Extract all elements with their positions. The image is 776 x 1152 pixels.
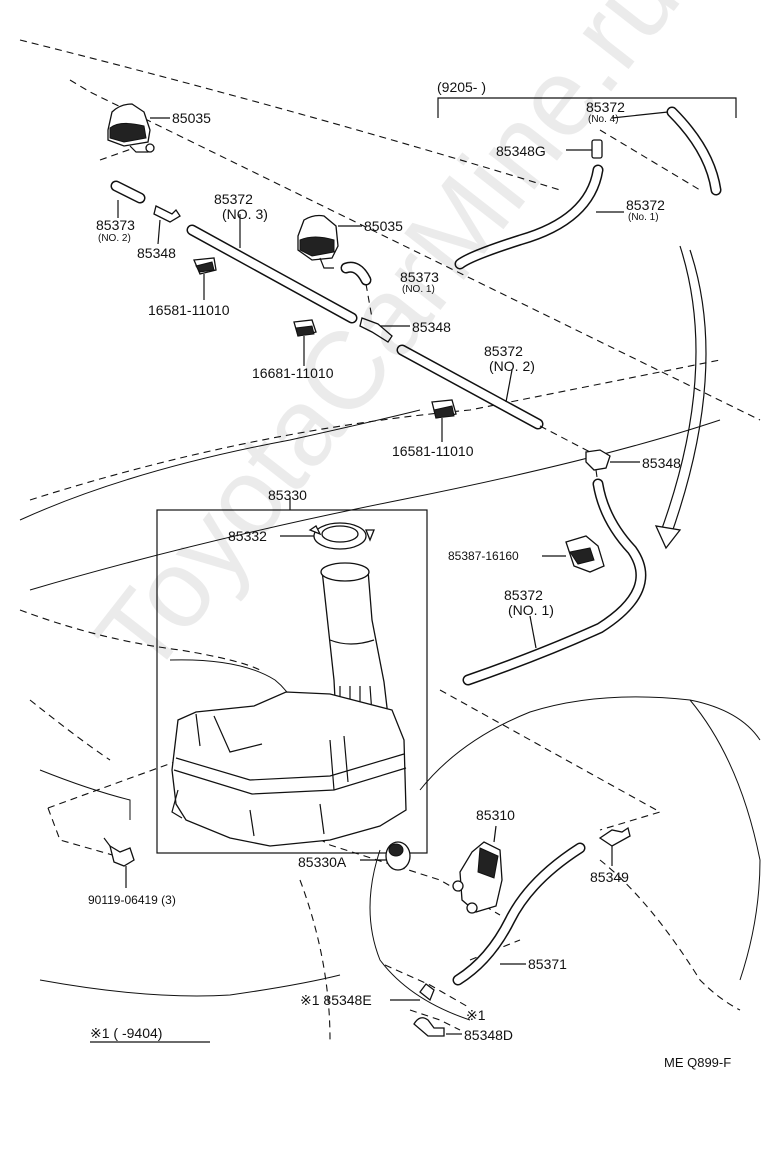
label-85387: 85387-16160: [448, 549, 519, 563]
label-85330: 85330: [268, 487, 307, 503]
label-star1: ※1: [466, 1007, 486, 1023]
clip-16581-c: [431, 399, 457, 442]
label-85035-a: 85035: [172, 110, 211, 126]
hose-85371: [452, 842, 586, 986]
hose-85372-no1-top: [454, 164, 624, 270]
label-85373-no2: 85373: [96, 217, 135, 233]
label-range-9205: (9205- ): [437, 79, 487, 95]
washer-pump-85310: [452, 825, 503, 914]
joint-85348-c: [585, 449, 640, 471]
footnote: ※1 ( -9404): [90, 1025, 163, 1041]
label-85373-no1-sub: (NO. 1): [402, 284, 435, 295]
label-85372-no2-sub: (NO. 2): [489, 358, 535, 374]
grommet-85330a: [360, 841, 411, 871]
label-85372-no1-top-sub: (No. 1): [628, 212, 659, 223]
joint-85349: [598, 826, 631, 866]
cap-85332: [280, 522, 375, 550]
label-85310: 85310: [476, 807, 515, 823]
washer-nozzle-85035-b: [297, 214, 362, 269]
joint-85348-a: [153, 205, 181, 245]
hose-85372-no4: [611, 106, 722, 196]
hose-85372-no3: [186, 214, 358, 324]
label-85372-no1-top: 85372: [626, 197, 665, 213]
label-85035-b: 85035: [364, 218, 403, 234]
label-90119: 90119-06419 (3): [88, 893, 176, 907]
label-85372-no2: 85372: [484, 343, 523, 359]
label-85348d: 85348D: [464, 1027, 514, 1043]
label-85348-c: 85348: [642, 455, 681, 471]
label-16581-c: 16581-11010: [392, 443, 474, 459]
body-outline: [19, 39, 761, 1041]
hose-85372-no2: [396, 344, 544, 430]
label-85372-no4: 85372: [586, 99, 625, 115]
label-85332: 85332: [228, 528, 267, 544]
label-85372-no1-mid: 85372: [504, 587, 543, 603]
label-85348g: 85348G: [496, 143, 546, 159]
label-85348-a: 85348: [137, 245, 176, 261]
label-85330a: 85330A: [298, 854, 347, 870]
label-85372-no3-sub: (NO. 3): [222, 206, 268, 222]
hose-85373-no1: [340, 261, 372, 286]
check-valve-85348g: [566, 139, 603, 159]
washer-tank-85330: [171, 562, 407, 847]
elbow-85348d: [413, 1017, 462, 1037]
hose-85372-no1-mid: [462, 478, 647, 686]
bolt-90119: [103, 837, 135, 888]
label-85348-b: 85348: [412, 319, 451, 335]
clip-16681-b: [293, 319, 317, 366]
label-85348e: ※1 85348E: [300, 992, 372, 1008]
label-16681-b: 16681-11010: [252, 365, 334, 381]
label-16581-a: 16581-11010: [148, 302, 230, 318]
clip-16581-a: [193, 257, 217, 300]
label-85373-no1: 85373: [400, 269, 439, 285]
label-85371: 85371: [528, 956, 567, 972]
range-bracket: [437, 97, 737, 118]
label-85372-no3: 85372: [214, 191, 253, 207]
reservoir-box: [156, 498, 428, 854]
joint-85348-b: [359, 317, 410, 343]
valve-85387: [542, 535, 605, 573]
diagram-code: ME Q899-F: [664, 1055, 732, 1070]
label-85349: 85349: [590, 869, 629, 885]
label-85373-no2-sub: (NO. 2): [98, 233, 131, 244]
label-85372-no1-mid-sub: (NO. 1): [508, 602, 554, 618]
hose-85373-no2: [110, 180, 146, 204]
washer-nozzle-85035-a: [107, 103, 170, 153]
label-85372-no4-sub: (No. 4): [588, 114, 619, 125]
curved-arrow-icon: [654, 245, 707, 550]
elbow-85348e: [390, 983, 435, 1002]
